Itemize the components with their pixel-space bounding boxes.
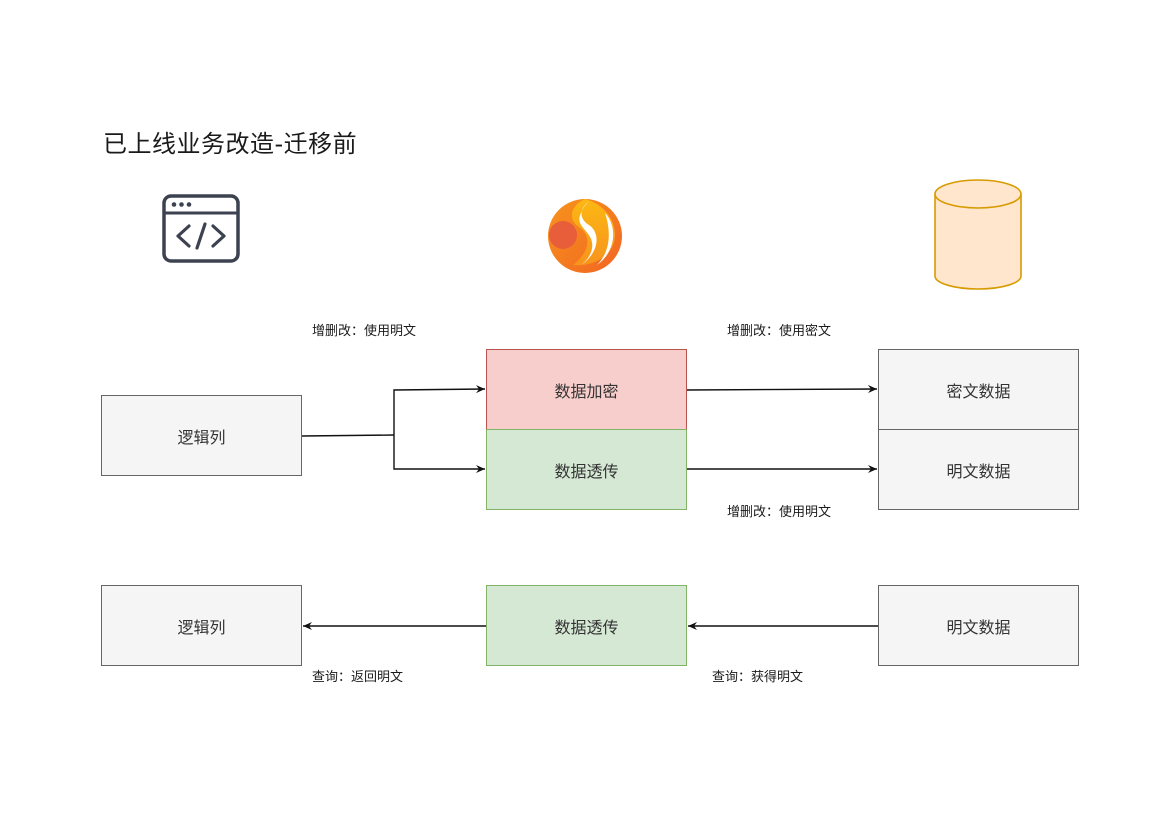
plain-data-box-write[interactable]: 明文数据 <box>878 429 1079 510</box>
diagram-title: 已上线业务改造-迁移前 <box>103 130 358 158</box>
edge-label-plain-write: 增删改：使用明文 <box>727 505 832 520</box>
edge-encrypt-to-cipher <box>686 385 878 394</box>
cipher-data-label: 密文数据 <box>946 381 1011 401</box>
plain-data-label: 明文数据 <box>946 617 1011 637</box>
database-cylinder-icon <box>934 179 1022 290</box>
data-passthrough-label: 数据透传 <box>554 617 619 637</box>
edge-to-encrypt <box>393 385 486 435</box>
shardingsphere-logo-icon <box>548 199 622 273</box>
cipher-data-box[interactable]: 密文数据 <box>878 349 1079 430</box>
logic-column-label: 逻辑列 <box>177 427 226 447</box>
logic-column-box-write[interactable]: 逻辑列 <box>101 395 302 476</box>
data-passthrough-box-read[interactable]: 数据透传 <box>486 585 687 666</box>
code-window-icon <box>162 194 240 263</box>
data-passthrough-label: 数据透传 <box>554 461 619 481</box>
plain-data-label: 明文数据 <box>946 461 1011 481</box>
logic-column-label: 逻辑列 <box>177 617 226 637</box>
plain-data-box-read[interactable]: 明文数据 <box>878 585 1079 666</box>
edge-label-cipher-write: 增删改：使用密文 <box>727 324 832 339</box>
data-passthrough-box-write[interactable]: 数据透传 <box>486 429 687 510</box>
edge-label-return-plain: 查询：返回明文 <box>312 670 404 685</box>
data-encrypt-label: 数据加密 <box>554 381 619 401</box>
edge-source-to-split <box>301 434 395 437</box>
edge-to-passthrough <box>393 435 485 473</box>
data-encrypt-box[interactable]: 数据加密 <box>486 349 687 430</box>
edge-label-app-write: 增删改：使用明文 <box>312 324 417 339</box>
logic-column-box-read[interactable]: 逻辑列 <box>101 585 302 666</box>
edge-label-get-plain: 查询：获得明文 <box>712 670 804 685</box>
